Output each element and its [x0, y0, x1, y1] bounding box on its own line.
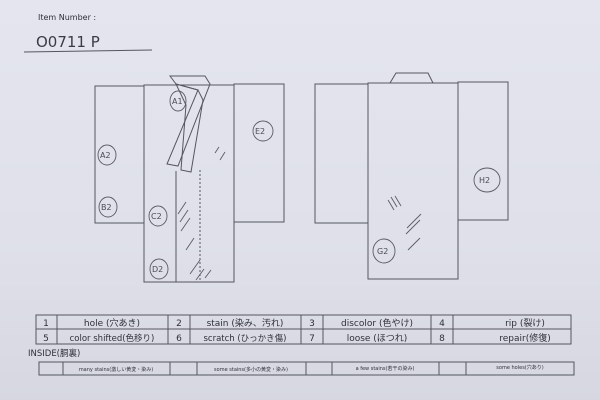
damage-marks-back: G2 H2 — [372, 167, 501, 264]
inside-table: many stains(激しい黄変・染み) some stains(多小の黄変・… — [38, 361, 575, 376]
legend-hole: hole (穴あき) — [84, 317, 140, 329]
item-number: O0711 P — [36, 33, 100, 51]
legend-num: 1 — [43, 319, 49, 329]
legend-repair: repair(修復) — [499, 332, 551, 344]
damage-legend-table: 1 hole (穴あき) 2 stain (染み、汚れ) 3 discolor … — [35, 314, 572, 345]
legend-num: 7 — [309, 334, 315, 344]
kimono-back-diagram: G2 H2 — [314, 72, 509, 280]
mark-b2: B2 — [101, 203, 112, 212]
legend-rip: rip (裂け) — [505, 318, 545, 329]
item-number-underline — [23, 49, 153, 53]
mark-d2: D2 — [152, 265, 163, 274]
legend-num: 3 — [309, 319, 315, 329]
mark-e2: E2 — [255, 127, 265, 136]
legend-stain: stain (染み、汚れ) — [207, 317, 284, 329]
legend-discolor: discolor (色やけ) — [341, 317, 413, 329]
legend-color-shifted: color shifted(色移り) — [70, 333, 155, 344]
damage-marks-front: A1 A2 B2 C2 D2 E2 — [97, 90, 274, 280]
mark-a2: A2 — [100, 151, 111, 160]
inside-some-stains: some stains(多小の黄変・染み) — [214, 366, 288, 373]
legend-num: 5 — [43, 334, 49, 344]
legend-num: 2 — [176, 319, 182, 329]
mark-h2: H2 — [479, 176, 490, 185]
legend-num: 6 — [176, 334, 182, 344]
legend-loose: loose (ほつれ) — [347, 333, 408, 344]
inside-many-stains: many stains(激しい黄変・染み) — [79, 366, 153, 373]
legend-num: 4 — [439, 319, 445, 329]
item-number-label: Item Number : — [38, 13, 96, 22]
legend-scratch: scratch (ひっかき傷) — [203, 333, 286, 344]
mark-c2: C2 — [151, 212, 162, 221]
legend-num: 8 — [439, 334, 445, 344]
mark-a1: A1 — [172, 97, 183, 106]
kimono-front-diagram: A1 A2 B2 C2 D2 E2 — [94, 75, 285, 283]
inside-some-holes: some holes(穴あり) — [496, 364, 543, 371]
inside-few-stains: a few stains(若干の染み) — [356, 365, 415, 372]
mark-g2: G2 — [377, 247, 388, 256]
inside-title: INSIDE(胴裏) — [28, 348, 80, 359]
